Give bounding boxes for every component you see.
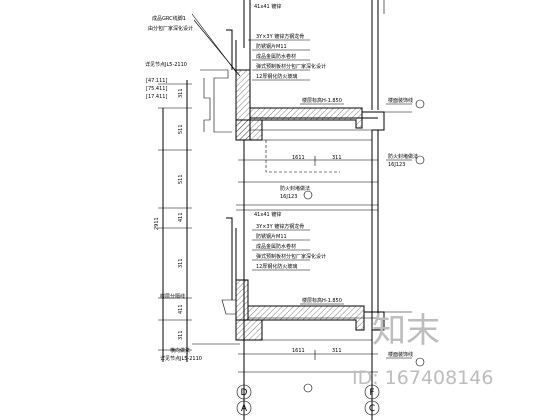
leader-lines xyxy=(191,13,412,359)
dim-span-lower: 1611 xyxy=(292,348,305,354)
axis-bubble-d xyxy=(236,384,252,400)
dim-span-upper: 1611 xyxy=(292,155,305,161)
dim-d7: 411 xyxy=(178,304,184,314)
note-layer-e2: 12厚钢化防火玻璃 xyxy=(256,263,297,270)
detail-reference-marks xyxy=(303,99,425,393)
lower-slab xyxy=(235,305,412,341)
axis-label-d: D xyxy=(241,388,248,398)
note-fire-mid: 防火封堵做法 xyxy=(280,185,310,192)
note-cap-top: 41x41 镀锌 xyxy=(254,3,281,10)
dim-d2: 511 xyxy=(178,124,184,134)
note-grc-line2: 由分包厂家深化设计 xyxy=(148,25,193,32)
note-layer-a2: 3Y×3Y 镀锌方钢龙骨 xyxy=(256,223,304,230)
axis-bubble-a xyxy=(236,400,252,416)
dim-d8: 311 xyxy=(178,330,184,340)
upper-slab xyxy=(235,107,412,173)
note-layer-b2: 防锈钢片M11 xyxy=(256,233,287,240)
note-elev2: [75.411] xyxy=(146,86,167,92)
note-finish-upper: 楼面装饰线 xyxy=(388,97,413,104)
dim-d1: 311 xyxy=(178,88,184,98)
dim-d6: 311 xyxy=(178,258,184,268)
lower-span-dimension xyxy=(238,348,378,376)
note-cap-bottom: 41x41 镀锌 xyxy=(254,211,281,218)
watermark-brand: 知末 xyxy=(372,311,440,351)
note-finish-lower: 楼面装饰线 xyxy=(388,351,413,358)
note-layer-b1: 防锈钢片M11 xyxy=(256,43,287,50)
note-fire-upper: 防火封堵做法 xyxy=(388,153,418,160)
note-layer-e1: 12厚钢化防火玻璃 xyxy=(256,73,297,80)
note-elev1: [47.111] xyxy=(146,78,167,84)
note-left-panel: 楼层分隔线 xyxy=(160,293,185,300)
left-dimension-chain xyxy=(158,80,192,362)
note-layer-a1: 3Y×3Y 镀锌方钢龙骨 xyxy=(256,33,304,40)
axis-label-c: C xyxy=(369,404,375,414)
annotations: 41x41 镀锌 41x41 镀锌 成品GRC线脚1 由分包厂家深化设计 详见节… xyxy=(145,3,418,362)
dim-d3: 511 xyxy=(178,174,184,184)
dim-span-upper2: 311 xyxy=(332,155,342,161)
note-layer-c1: 成品金属防水卷材 xyxy=(256,53,296,60)
note-elev3: [17.411] xyxy=(146,94,167,100)
note-std-mid: 16J123 xyxy=(280,194,297,200)
upper-span-dimension xyxy=(238,155,378,186)
note-slab-lower: 楼层标高H-1.850 xyxy=(302,297,342,304)
note-ref-left2: 详见节点JL5-2110 xyxy=(160,355,202,362)
axis-bubble-c xyxy=(364,400,380,416)
note-std-upper: 16J123 xyxy=(388,162,405,168)
dim-span-lower2: 311 xyxy=(332,348,342,354)
note-grc-ref: 详见节点JL5-2110 xyxy=(145,61,187,68)
note-layer-c2: 成品金属防水卷材 xyxy=(256,243,296,250)
dimension-labels: 311 511 511 2911 411 311 411 311 1611 31… xyxy=(154,88,342,354)
axis-bubbles: D A F C xyxy=(236,376,380,416)
note-layer-d2: 弹式预制板材分包厂家深化设计 xyxy=(256,253,326,260)
note-layer-d1: 弹式预制板材分包厂家深化设计 xyxy=(256,63,326,70)
axis-label-f: F xyxy=(369,388,374,398)
watermark-id: ID: 167408146 xyxy=(352,367,493,389)
dim-d5: 411 xyxy=(178,212,184,222)
note-grc-line1: 成品GRC线脚1 xyxy=(152,15,186,22)
axis-label-a: A xyxy=(241,404,248,414)
axis-bubble-f xyxy=(364,384,380,400)
watermark: 知末 ID: 167408146 xyxy=(352,311,493,389)
note-ref-left: 横向做法 xyxy=(170,347,190,354)
note-slab-upper: 楼层标高H-1.850 xyxy=(302,97,342,104)
dim-d4: 2911 xyxy=(154,217,160,230)
